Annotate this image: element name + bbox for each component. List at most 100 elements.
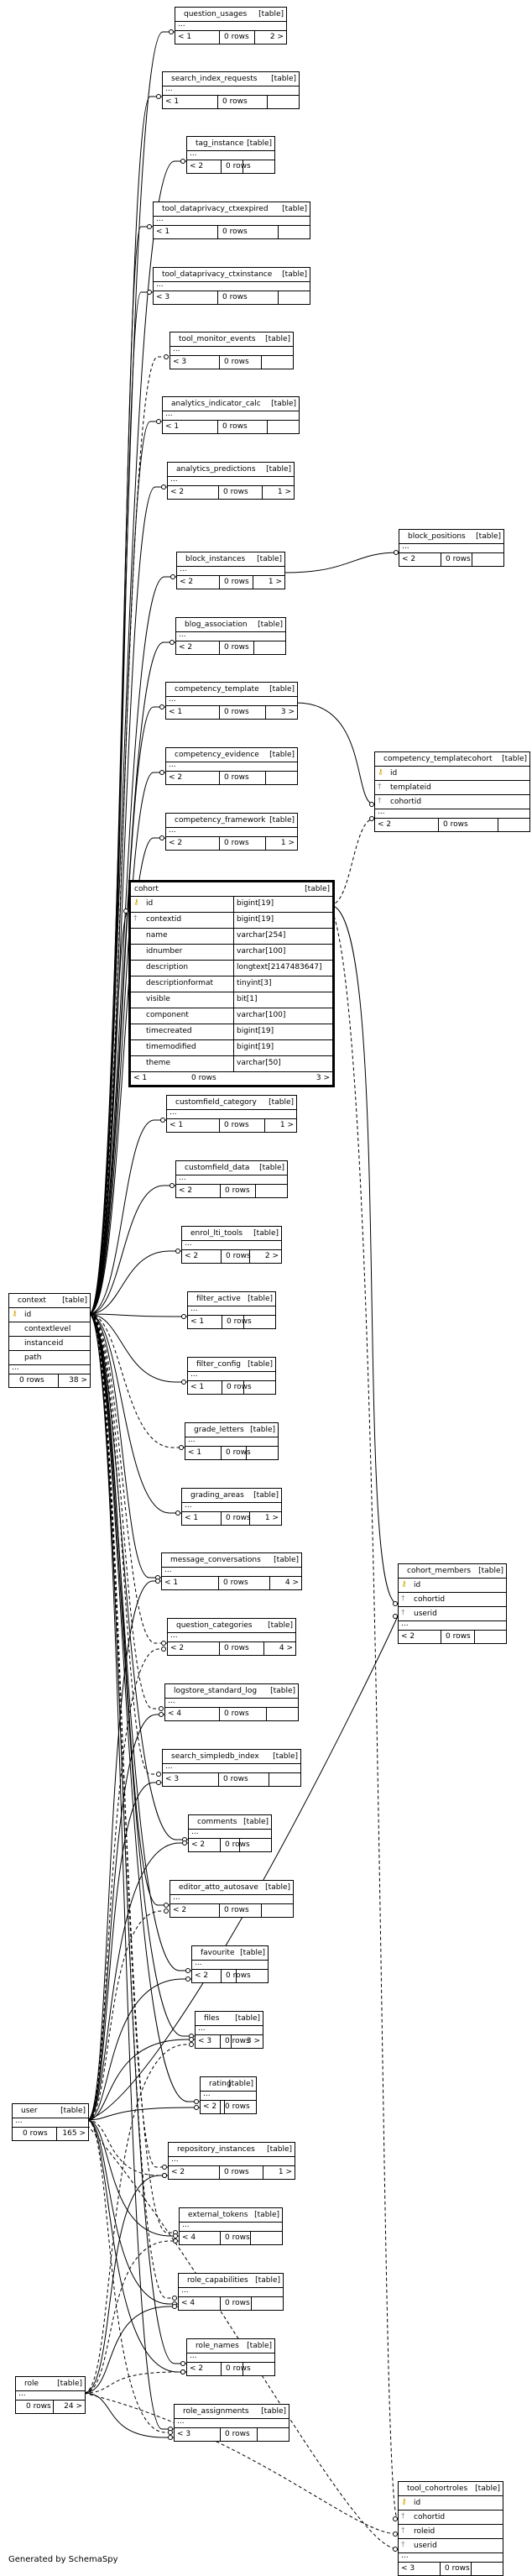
table-header: blog_association[table]	[176, 618, 285, 632]
table-tag: [table]	[270, 1687, 295, 1695]
table-name: role_names	[196, 2342, 239, 2350]
footer-divider	[221, 1512, 222, 1525]
table-header: editor_atto_autosave[table]	[170, 1881, 293, 1895]
ellipsis: ...	[169, 761, 176, 769]
table-tag: [table]	[475, 2484, 500, 2493]
table-name: grade_letters	[194, 1426, 244, 1434]
ellipsis: ...	[190, 1370, 198, 1379]
relationship-line	[295, 702, 375, 805]
footer-divider	[219, 31, 220, 44]
many-end-marker	[159, 770, 164, 775]
table-name: logstore_standard_log	[174, 1687, 258, 1695]
parent-count: < 3	[198, 2037, 212, 2045]
parent-count: < 3	[165, 1775, 180, 1783]
ellipsis-row: ...	[170, 346, 293, 356]
ellipsis-row: ...	[166, 827, 297, 837]
table-tag: [table]	[268, 1621, 293, 1630]
row-count: 0 rows	[226, 162, 251, 170]
table-name: grading_areas	[190, 1491, 244, 1500]
relationship-line	[88, 1313, 195, 2037]
parent-count: < 2	[179, 1186, 193, 1195]
row-count: 0 rows	[222, 228, 248, 236]
parent-count: < 2	[402, 555, 416, 563]
footer-divider	[221, 160, 222, 173]
table-cohort_members[interactable]: cohort_members[table]⚷id†cohortid†userid…	[398, 1563, 507, 1644]
ellipsis-row: ...	[188, 1370, 275, 1381]
table-name: context	[18, 1296, 46, 1305]
relationship-line	[83, 2392, 174, 2438]
relationship-line	[88, 1313, 188, 1840]
footer-divider	[220, 2035, 221, 2048]
table-competency_templatecohort[interactable]: competency_templatecohort[table]⚷id†temp…	[374, 751, 530, 832]
ellipsis-row: ...	[9, 1364, 90, 1374]
row-count: 0 rows	[224, 839, 249, 847]
ellipsis: ...	[18, 2390, 26, 2398]
footer-divider	[217, 96, 218, 108]
footer-divider	[219, 1119, 220, 1132]
column-type: varchar[100]	[237, 947, 286, 956]
foreign-key-icon: †	[401, 1594, 405, 1603]
table-name: blog_association	[185, 620, 248, 629]
ellipsis: ...	[190, 149, 197, 158]
footer-divider	[219, 772, 220, 784]
table-tag: [table]	[228, 2080, 253, 2088]
column-divider	[233, 1024, 234, 1039]
footer-divider	[220, 2232, 221, 2244]
table-tool_dataprivacy_ctxinstance[interactable]: tool_dataprivacy_ctxinstance[table]...< …	[153, 267, 310, 305]
footer-divider	[53, 2401, 54, 2413]
parent-count: < 4	[168, 1709, 182, 1718]
column-type: bigint[19]	[237, 1027, 274, 1035]
many-end-marker	[169, 29, 174, 34]
table-tool_dataprivacy_ctxexpired[interactable]: tool_dataprivacy_ctxexpired[table]...< 1…	[153, 202, 310, 239]
footer-divider	[253, 641, 254, 654]
child-count: 4 >	[284, 1579, 299, 1587]
child-count: 2 >	[264, 1252, 279, 1260]
ellipsis: ...	[191, 1828, 199, 1836]
table-tool_cohortroles[interactable]: tool_cohortroles[table]⚷id†cohortid†role…	[398, 2481, 503, 2576]
relationship-line	[86, 2119, 179, 2237]
table-header: rating[table]	[201, 2077, 256, 2092]
